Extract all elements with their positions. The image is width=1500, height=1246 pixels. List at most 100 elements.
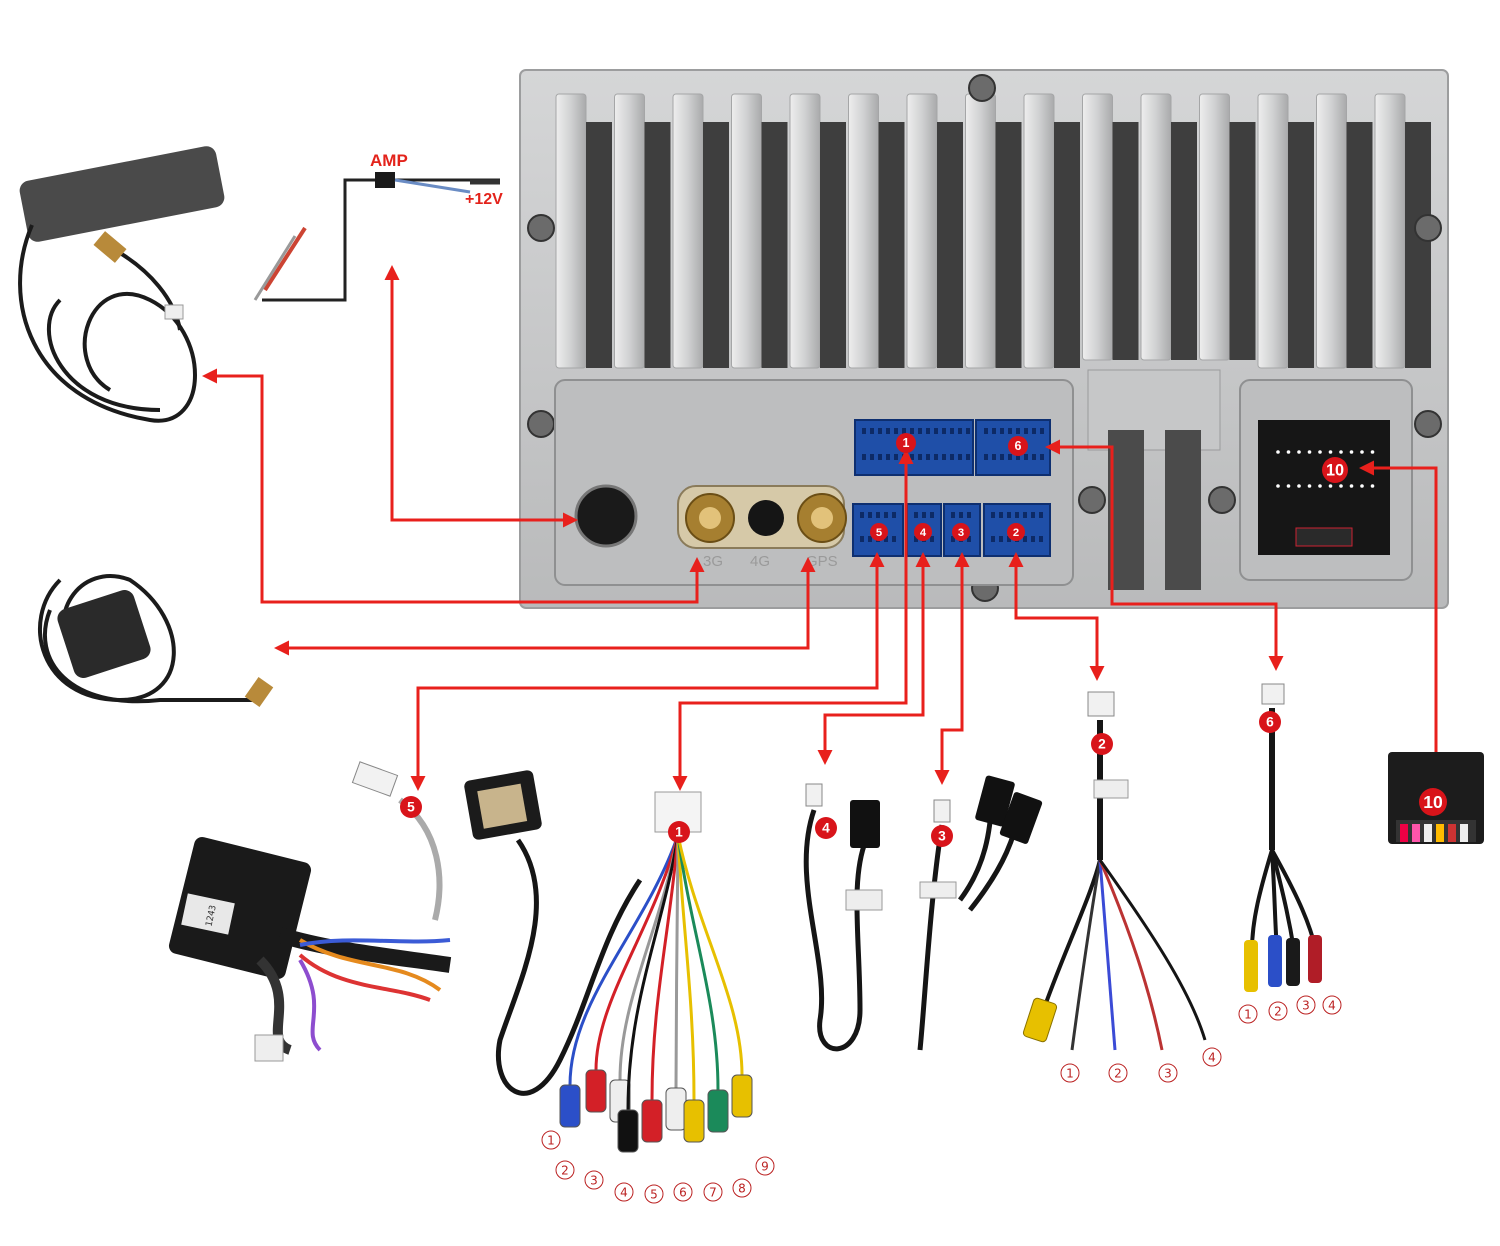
port-pin bbox=[926, 428, 930, 434]
cable1-pin-ring bbox=[614, 1182, 634, 1202]
heat-sink-fin bbox=[1082, 93, 1113, 361]
cable-4-usb bbox=[803, 783, 883, 1052]
port-pin bbox=[1016, 428, 1020, 434]
port-pin bbox=[884, 512, 888, 518]
cable1-pin-number: 8 bbox=[738, 1182, 746, 1196]
cable-2-camera bbox=[1022, 691, 1207, 1051]
gps-antenna bbox=[38, 574, 274, 707]
pin-dot bbox=[1339, 450, 1343, 454]
cable1-pin-number: 5 bbox=[650, 1188, 658, 1202]
amp-label: AMP bbox=[370, 151, 408, 170]
cable1-pin-ring bbox=[644, 1184, 664, 1204]
port-pin bbox=[992, 454, 996, 460]
rca-plug bbox=[707, 1089, 729, 1133]
port-pin bbox=[950, 428, 954, 434]
cable2-pin-ring bbox=[1060, 1063, 1080, 1083]
heat-sink-gap bbox=[995, 122, 1022, 368]
cable1-pin-9: 9 bbox=[755, 1156, 775, 1176]
plus12v-label: +12V bbox=[465, 191, 503, 208]
port-2-badge-label: 2 bbox=[1013, 527, 1019, 539]
heat-sink-fin bbox=[906, 93, 938, 369]
port-pin bbox=[918, 454, 922, 460]
pin-dot bbox=[1276, 484, 1280, 488]
port-pin bbox=[1023, 512, 1027, 518]
port-pin bbox=[958, 454, 962, 460]
label-gps: GPS bbox=[806, 553, 838, 570]
port-pin bbox=[984, 428, 988, 434]
port-pin bbox=[892, 512, 896, 518]
port-pin bbox=[1015, 512, 1019, 518]
port-pin bbox=[878, 454, 882, 460]
cable-2-badge-label: 2 bbox=[1098, 737, 1106, 752]
port-pin bbox=[922, 512, 926, 518]
cable-3-badge: 3 bbox=[931, 825, 953, 847]
cable2-pin-3: 3 bbox=[1158, 1063, 1178, 1083]
port-pin bbox=[967, 536, 971, 542]
cable6-pin-2: 2 bbox=[1268, 1001, 1288, 1021]
rca-plug bbox=[585, 1069, 607, 1113]
pin-dot bbox=[1276, 450, 1280, 454]
cable-1-badge: 1 bbox=[668, 821, 690, 843]
port-pin bbox=[886, 428, 890, 434]
port-pin bbox=[1032, 454, 1036, 460]
heat-sink-gap bbox=[1229, 122, 1256, 360]
cable6-pin-number: 2 bbox=[1274, 1005, 1282, 1019]
cable-6-badge-circle bbox=[1259, 711, 1281, 733]
heat-sink-fin bbox=[1374, 93, 1406, 369]
port-pin bbox=[886, 454, 890, 460]
port-4-badge: 4 bbox=[914, 523, 932, 541]
cable-5-badge-circle bbox=[400, 796, 422, 818]
cable2-pin-2: 2 bbox=[1108, 1063, 1128, 1083]
pin-dot bbox=[1339, 484, 1343, 488]
heat-sink bbox=[555, 93, 1431, 369]
heat-sink-fin bbox=[614, 93, 645, 369]
port-pin bbox=[999, 512, 1003, 518]
port-pin bbox=[860, 536, 864, 542]
port-4-badge-circle bbox=[914, 523, 932, 541]
port-pin bbox=[1024, 454, 1028, 460]
port-pin bbox=[862, 428, 866, 434]
cable6-pin-number: 4 bbox=[1328, 999, 1336, 1013]
rca-wire bbox=[676, 834, 744, 1076]
port-pin bbox=[951, 512, 955, 518]
port-pin bbox=[992, 428, 996, 434]
port-10-badge: 10 bbox=[1322, 457, 1348, 483]
port-pin bbox=[914, 536, 918, 542]
arrow-4 bbox=[817, 552, 931, 765]
cable1-pin-4: 4 bbox=[614, 1182, 634, 1202]
port-pin bbox=[1040, 428, 1044, 434]
rca-plug bbox=[641, 1099, 663, 1143]
connection-arrows bbox=[202, 265, 1438, 791]
pin-dot bbox=[1370, 484, 1375, 488]
rca-wire bbox=[594, 834, 680, 1071]
heat-sink-fin bbox=[1257, 93, 1289, 369]
heat-sink-fin bbox=[1140, 93, 1172, 361]
heat-sink-fin bbox=[731, 93, 762, 369]
cable2-pin-number: 2 bbox=[1114, 1067, 1122, 1081]
heat-sink-fin bbox=[848, 93, 879, 369]
heat-sink-gap bbox=[1405, 122, 1431, 368]
heat-sink-fin bbox=[1316, 93, 1347, 369]
port-4-badge-label: 4 bbox=[920, 527, 927, 539]
port-3-badge-label: 3 bbox=[958, 527, 964, 539]
heat-sink-fin bbox=[672, 93, 704, 369]
cable1-pin-ring bbox=[755, 1156, 775, 1176]
cable1-pin-number: 3 bbox=[590, 1174, 598, 1188]
cable1-pin-ring bbox=[555, 1160, 575, 1180]
heat-sink-gap bbox=[937, 122, 963, 368]
port-pin bbox=[930, 536, 934, 542]
pin-dot bbox=[1297, 450, 1301, 454]
cable6-pin-ring bbox=[1296, 995, 1316, 1015]
cable-4-badge-circle bbox=[815, 817, 837, 839]
port-pin bbox=[1000, 428, 1004, 434]
rca-plug bbox=[665, 1087, 687, 1131]
heat-sink-gap bbox=[586, 122, 612, 368]
cable6-pin-3: 3 bbox=[1296, 995, 1316, 1015]
cable-5-badge: 5 bbox=[400, 796, 422, 818]
heat-sink-fin bbox=[1199, 93, 1230, 361]
port-pin bbox=[950, 454, 954, 460]
pin-dot bbox=[1318, 484, 1322, 488]
cable-6-badge: 6 bbox=[1259, 711, 1281, 733]
pin-dot bbox=[1349, 484, 1354, 488]
